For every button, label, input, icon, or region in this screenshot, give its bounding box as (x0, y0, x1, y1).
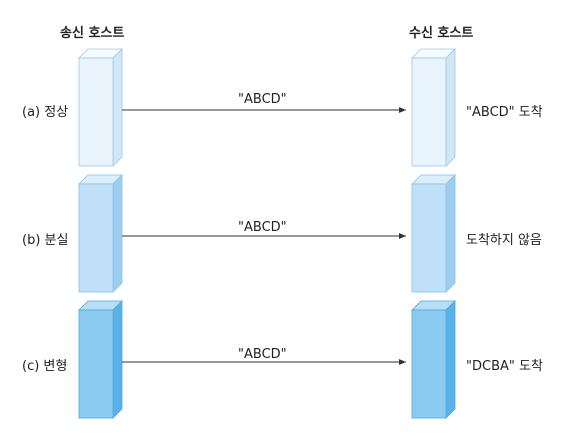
message-label-normal: "ABCD" (238, 92, 287, 107)
result-label-corruption: "DCBA" 도착 (466, 359, 543, 374)
receiver-host-block-normal (411, 48, 456, 167)
sender-host-block-corruption-front-face (78, 309, 114, 419)
receiver-host-block-normal-front-face (411, 57, 447, 167)
receiver-host-block-loss-front-face (411, 183, 447, 293)
case-label-corruption: (c) 변형 (22, 359, 68, 374)
case-label-loss: (b) 분실 (22, 233, 69, 248)
sender-host-block-normal-front-face (78, 57, 114, 167)
receiver-host-block-corruption-side-face (445, 300, 456, 419)
result-label-normal: "ABCD" 도착 (466, 105, 543, 120)
result-label-loss: 도착하지 않음 (466, 233, 542, 248)
sender-host-block-corruption-side-face (112, 300, 123, 419)
message-label-loss: "ABCD" (238, 220, 287, 235)
receiver-host-block-loss (411, 174, 456, 293)
receiver-host-block-corruption-front-face (411, 309, 447, 419)
receiver-host-block-normal-side-face (445, 48, 456, 167)
sender-host-header: 송신 호스트 (60, 26, 125, 41)
sender-host-block-loss-side-face (112, 174, 123, 293)
message-label-corruption: "ABCD" (238, 347, 287, 362)
sender-host-block-loss (78, 174, 123, 293)
receiver-host-block-loss-side-face (445, 174, 456, 293)
sender-host-block-normal-side-face (112, 48, 123, 167)
receiver-host-header: 수신 호스트 (409, 26, 474, 41)
sender-host-block-corruption (78, 300, 123, 419)
sender-host-block-normal (78, 48, 123, 167)
receiver-host-block-corruption (411, 300, 456, 419)
sender-host-block-loss-front-face (78, 183, 114, 293)
case-label-normal: (a) 정상 (22, 105, 69, 120)
